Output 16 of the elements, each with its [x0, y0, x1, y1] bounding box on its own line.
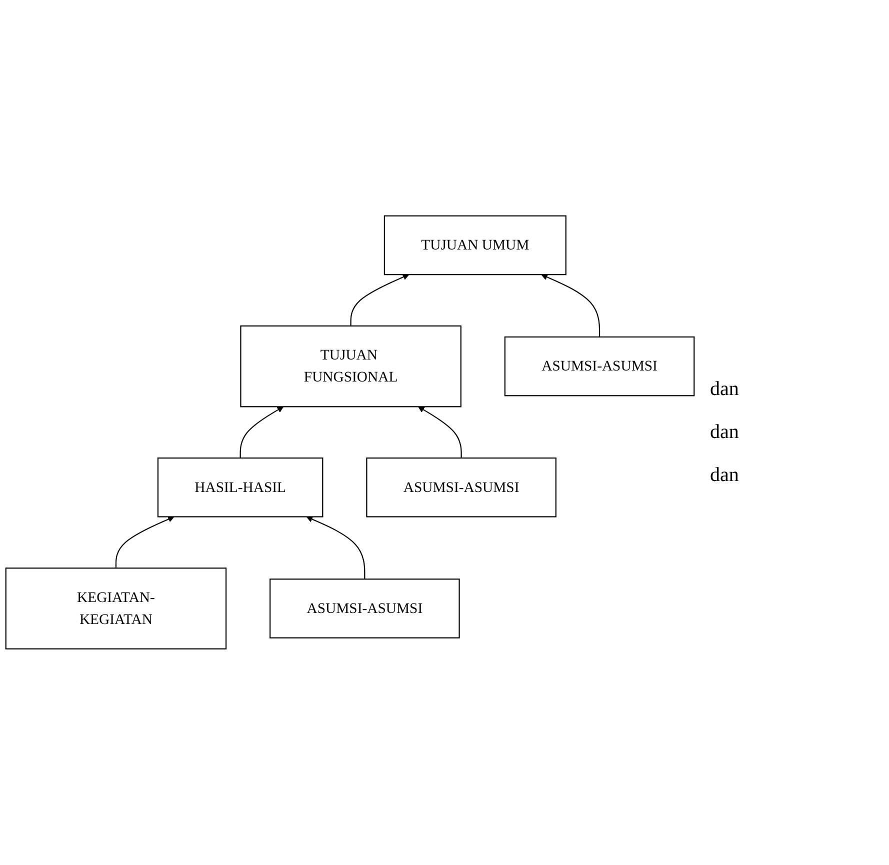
- connector-word: dan: [710, 464, 740, 487]
- node-box: ASUMSI-ASUMSI: [270, 578, 460, 639]
- node-box: KEGIATAN-KEGIATAN: [5, 568, 227, 650]
- arrow: [350, 274, 410, 326]
- node-box: TUJUAN UMUM: [384, 215, 566, 276]
- node-box: ASUMSI-ASUMSI: [366, 458, 556, 518]
- connector-word: dan: [710, 378, 740, 401]
- node-box: ASUMSI-ASUMSI: [504, 336, 695, 396]
- arrow: [306, 516, 366, 580]
- connector-word: dan: [710, 421, 740, 444]
- node-box: TUJUAN FUNGSIONAL: [240, 326, 462, 408]
- node-box: HASIL-HASIL: [157, 458, 324, 518]
- arrow: [240, 406, 284, 458]
- arrow: [541, 274, 600, 338]
- arrow: [115, 516, 174, 568]
- arrow: [418, 406, 462, 458]
